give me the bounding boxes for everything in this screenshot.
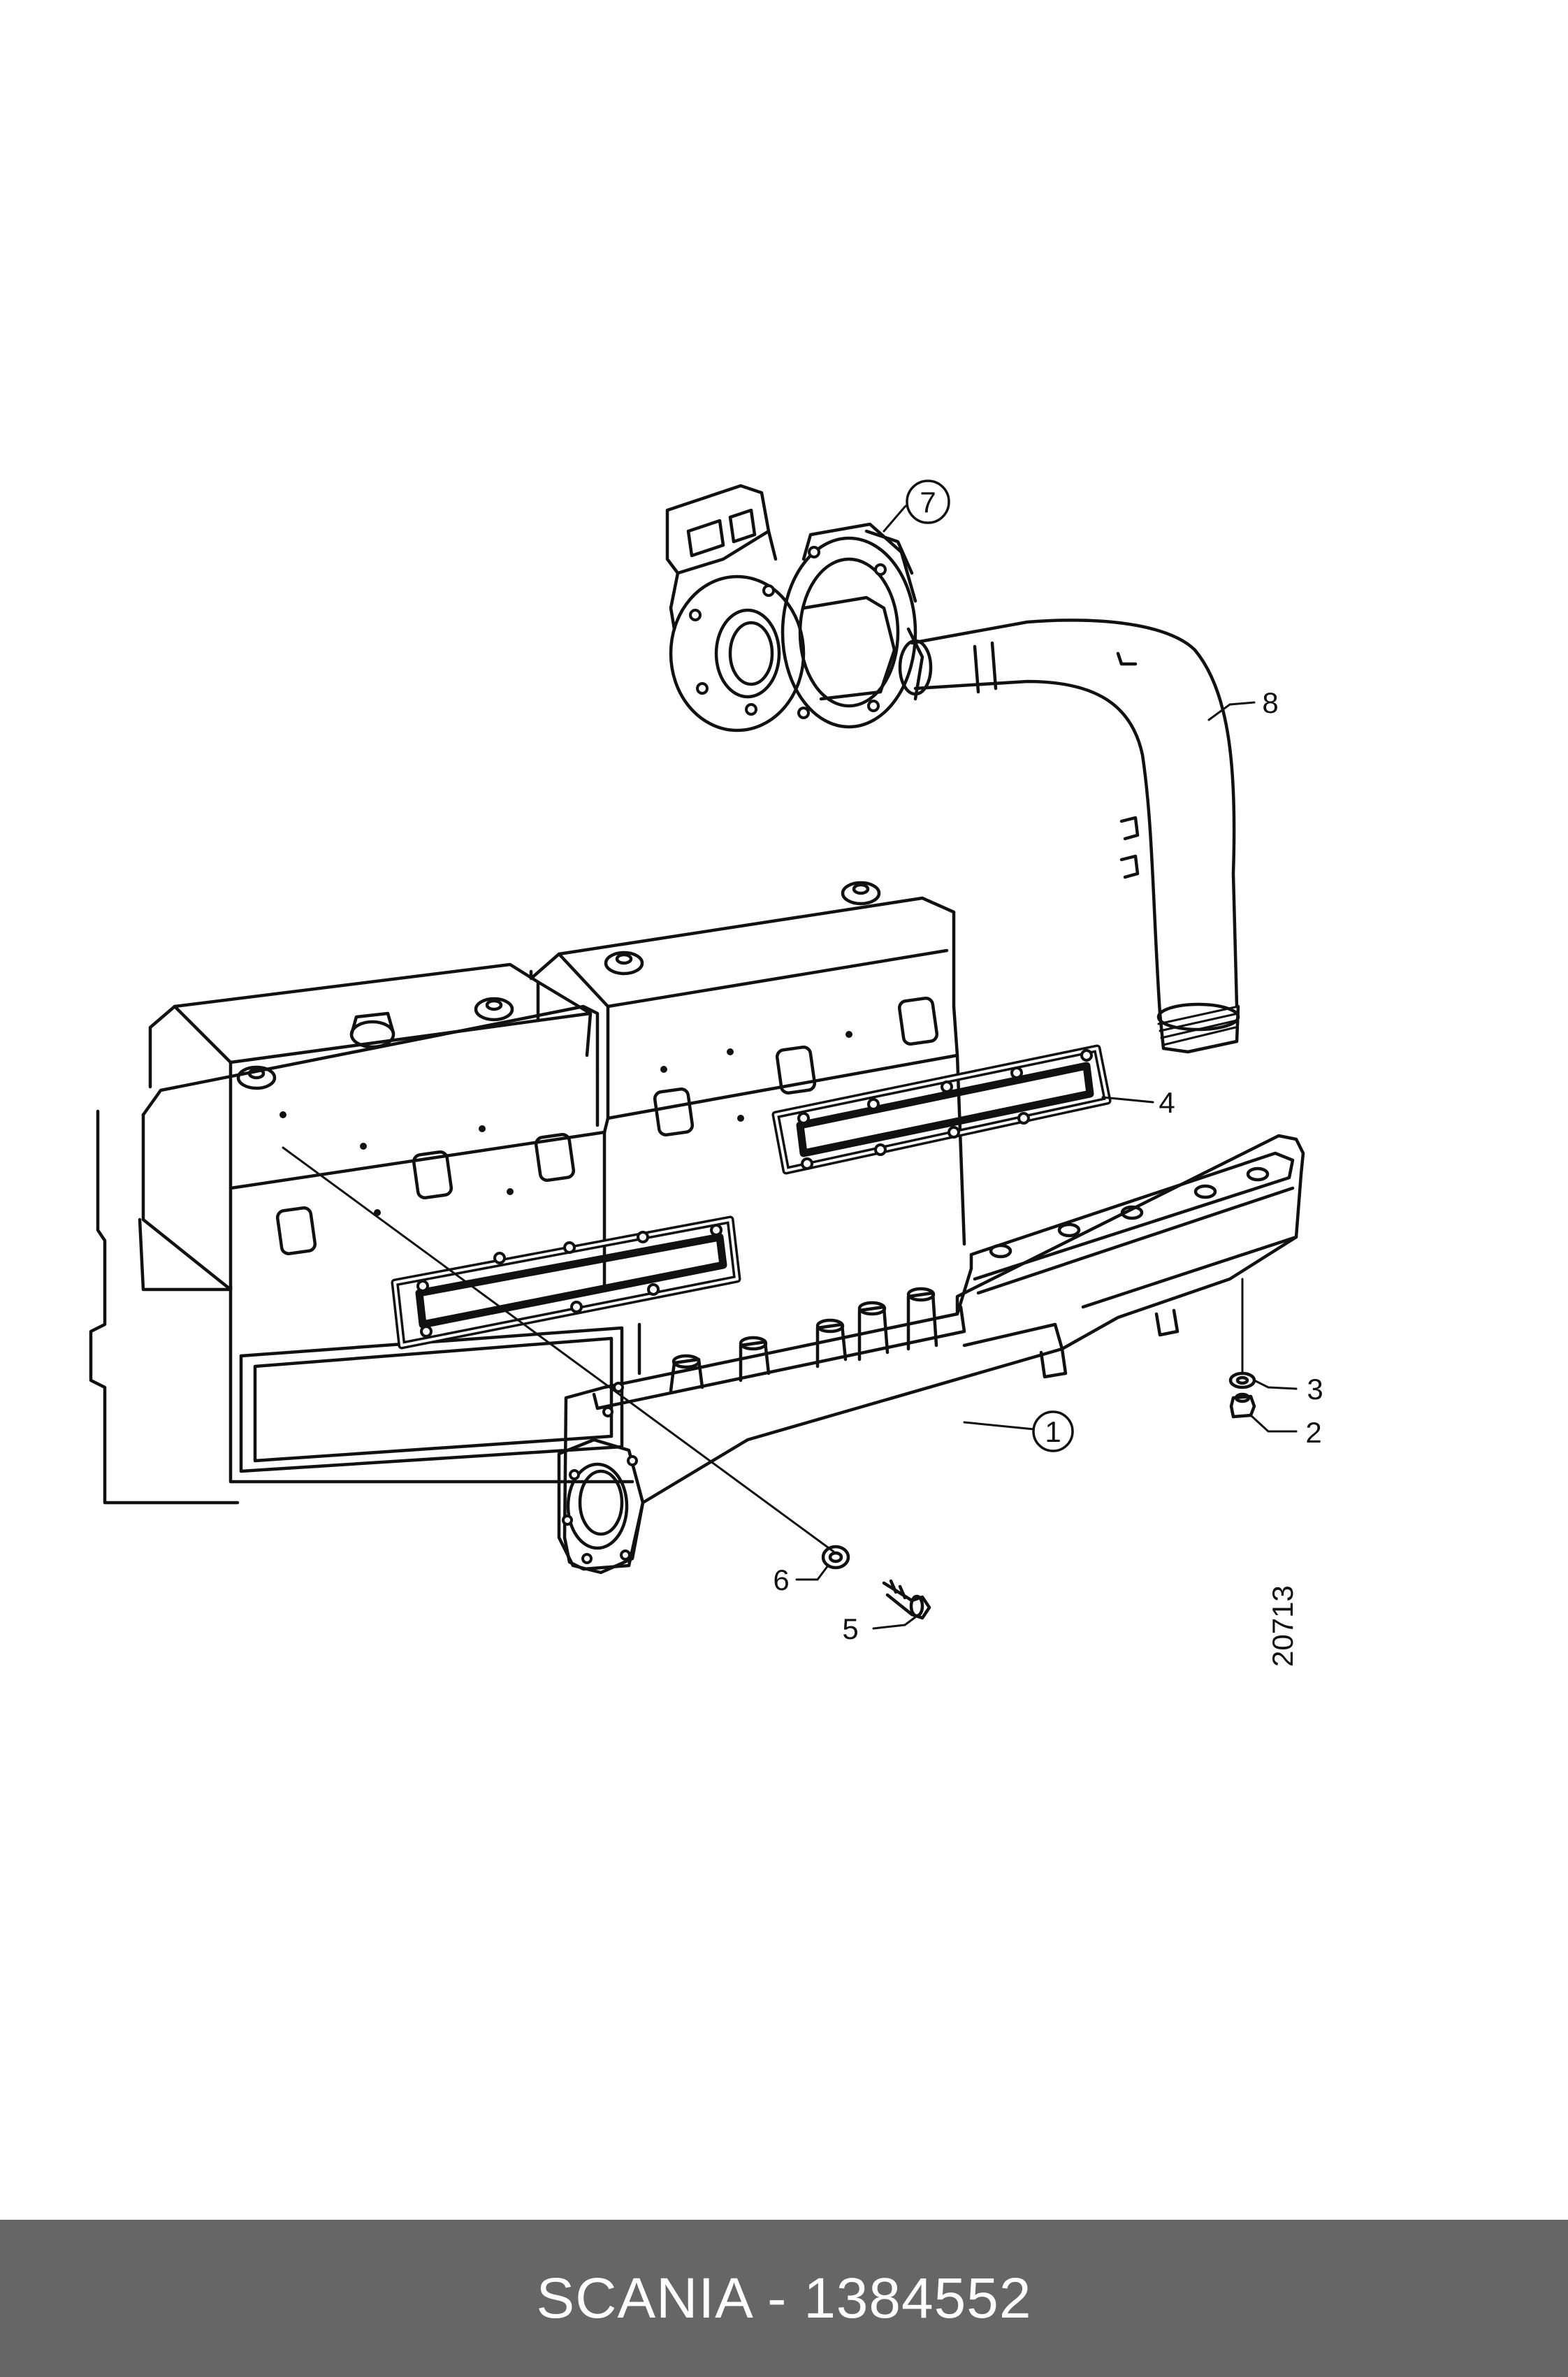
callout-2-label: 2 xyxy=(1305,1416,1321,1449)
washer-part-6 xyxy=(821,1545,850,1570)
manifold-gasket-front xyxy=(391,1215,741,1350)
drawing-number: 20713 xyxy=(1266,1585,1299,1667)
callout-5: 5 xyxy=(842,1612,920,1645)
exploded-parts-diagram: 1 2 3 4 5 6 7 8 20713 xyxy=(89,479,1323,1667)
nut-part-2 xyxy=(1229,1392,1256,1419)
footer-caption: SCANIA - 1384552 xyxy=(536,2266,1032,2330)
turbocharger xyxy=(665,484,924,732)
assembly-guide-lines xyxy=(282,1146,1244,1553)
callout-7-label: 7 xyxy=(920,486,936,519)
callout-3-label: 3 xyxy=(1307,1373,1323,1406)
callout-8: 8 xyxy=(1207,686,1279,721)
callout-1-label: 1 xyxy=(1045,1415,1061,1448)
engine-block xyxy=(89,881,966,1505)
callout-4-label: 4 xyxy=(1159,1086,1175,1119)
callout-2: 2 xyxy=(1249,1414,1322,1449)
footer-bar: SCANIA - 1384552 xyxy=(0,2220,1568,2377)
callout-8-label: 8 xyxy=(1262,686,1278,719)
washer-part-3 xyxy=(1228,1371,1256,1389)
bolt-part-5 xyxy=(882,1579,931,1620)
callout-6-label: 6 xyxy=(773,1563,789,1596)
callout-4: 4 xyxy=(1101,1086,1175,1119)
manifold-gasket-rear xyxy=(771,1044,1112,1175)
callout-3: 3 xyxy=(1253,1373,1323,1406)
callout-5-label: 5 xyxy=(842,1612,858,1645)
callout-1: 1 xyxy=(963,1410,1074,1452)
exhaust-manifold xyxy=(557,1134,1305,1575)
callout-7: 7 xyxy=(883,479,950,533)
callout-6: 6 xyxy=(773,1563,829,1596)
exhaust-pipe xyxy=(898,619,1240,1054)
